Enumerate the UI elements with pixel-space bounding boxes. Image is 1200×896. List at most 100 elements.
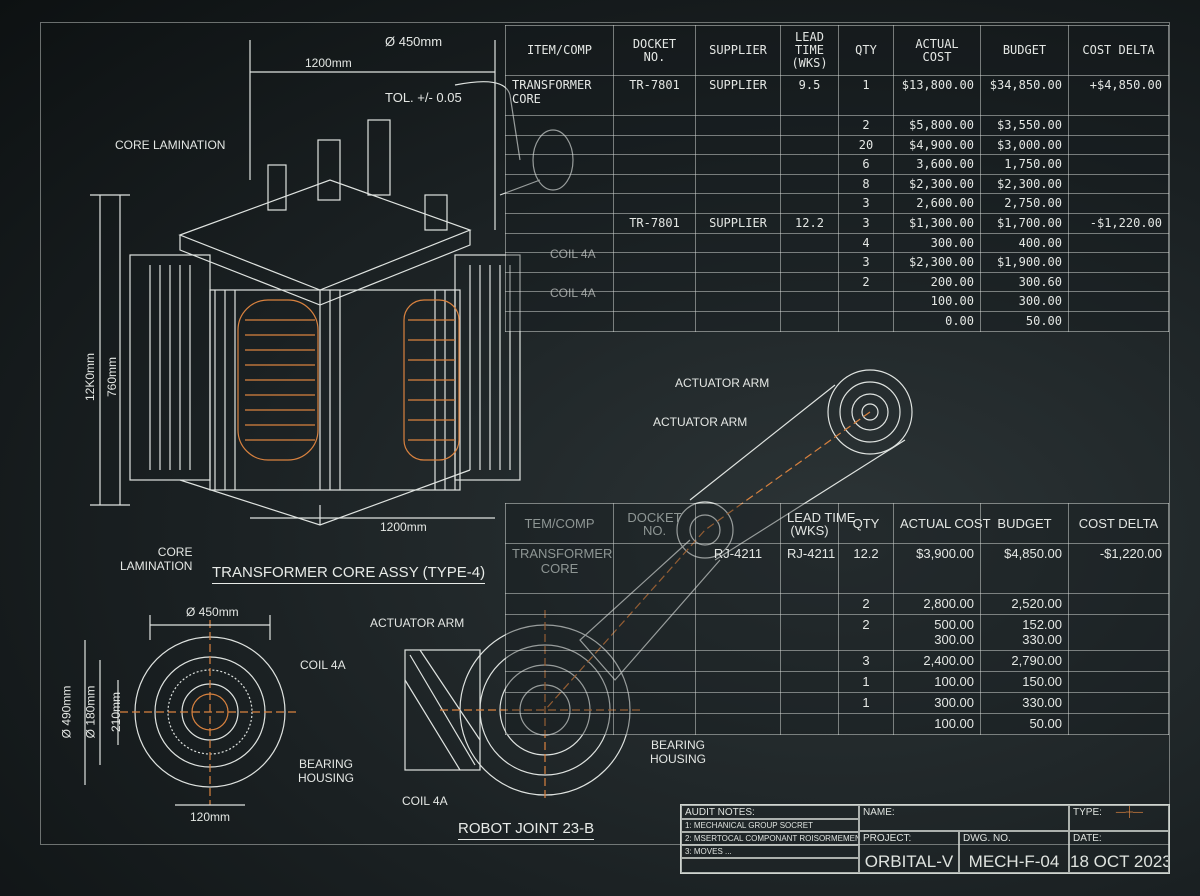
table-cell [1068,134,1169,156]
table-cell: 300.00 [893,232,981,254]
table-cell [695,614,781,651]
table-cell: $3,000.00 [980,134,1069,156]
table-cell [780,271,839,293]
table-cell: 20 [838,134,894,156]
table-cell: $13,800.00 [893,75,981,116]
table-cell: 1 [838,671,894,693]
table-cell [780,671,839,693]
table-cell [1068,232,1169,254]
table-cell [505,593,614,615]
table-cell: TR-7801 [613,212,696,234]
table-cell: 2 [838,614,894,651]
table-cell: $1,900.00 [980,252,1069,273]
table-cell [838,291,894,312]
table-cell [1068,593,1169,615]
table-cell [505,134,614,156]
dim-section-dia: Ø 450mm [186,605,239,619]
table-cell [780,232,839,254]
type-field: TYPE: —┼— [1069,805,1169,831]
table-cell: $5,800.00 [893,115,981,136]
dim-180: Ø 180mm [83,685,98,739]
table-cell: $1,700.00 [980,212,1069,234]
type-symbol-icon: —┼— [1115,807,1143,818]
table-row: 20$4,900.00$3,000.00 [505,134,1169,156]
column-header: ITEM/COMP [505,25,614,76]
table-cell: 12.2 [838,543,894,594]
table-cell: 2 [838,115,894,136]
table-cell [613,154,696,175]
table-cell [613,692,696,714]
table-cell: 50.00 [980,310,1069,332]
table-cell: -$1,220.00 [1068,212,1169,234]
column-header: LEAD TIME (WKS) [780,503,855,544]
table-cell [505,193,614,214]
dim-height-2: 760mm [105,356,120,398]
table-cell [613,671,696,693]
name-field: NAME: [859,805,1069,831]
name-label: NAME: [863,807,895,818]
type-label: TYPE: [1073,807,1102,818]
section-view-drawing [84,615,300,806]
label-core-lamination: CORE LAMINATION [115,138,226,152]
table-cell [505,291,614,312]
table-cell [613,271,696,293]
table-cell: 2,750.00 [980,193,1069,214]
title-block: AUDIT NOTES: 1: MECHANICAL GROUP SOCRET … [680,804,1170,874]
column-header: QTY [838,503,894,544]
table-cell [780,692,839,714]
table-cell: 500.00 300.00 [893,614,981,651]
table-cell [613,614,696,651]
table-cell: 400.00 [980,232,1069,254]
table-cell [505,614,614,651]
table-cell [1068,252,1169,273]
table-cell: $1,300.00 [893,212,981,234]
audit-note-blank [681,858,859,873]
table-cell [780,713,839,735]
table-cell [838,310,894,332]
audit-note-3: 3: MOVES ... [681,845,859,858]
table-cell [695,671,781,693]
table-cell: 3 [838,193,894,214]
project-field: PROJECT:ORBITAL-V [859,831,959,873]
table-cell: 2,520.00 [980,593,1069,615]
table-cell: 0.00 [893,310,981,332]
table-cell: 100.00 [893,671,981,693]
table-cell [1068,115,1169,136]
table-cell [695,291,781,312]
table-cell: 300.00 [980,291,1069,312]
table-cell [1068,291,1169,312]
date-field: DATE:18 OCT 2023 [1069,831,1169,873]
table-cell [1068,193,1169,214]
table-cell [613,252,696,273]
table-cell: 6 [838,154,894,175]
table-row: 8$2,300.00$2,300.00 [505,173,1169,195]
table-cell [1068,614,1169,651]
table-cell: 300.60 [980,271,1069,293]
label-section-coil: COIL 4A [300,658,346,672]
table-cell [613,291,696,312]
table-cell [695,650,781,672]
table-cell: 1 [838,692,894,714]
dim-tolerance: TOL. +/- 0.05 [385,90,462,105]
table-cell [613,543,696,594]
table-cell: 3 [838,212,894,234]
table-cell: 152.00 330.00 [980,614,1069,651]
table-cell: 2,800.00 [893,593,981,615]
table-cell: 330.00 [980,692,1069,714]
table-cell [1068,173,1169,195]
table-cell: 2,790.00 [980,650,1069,672]
audit-notes-label: AUDIT NOTES: [681,805,859,819]
table-cell [613,593,696,615]
date-label: DATE: [1073,833,1102,844]
table-cell: SUPPLIER [695,212,781,234]
table-cell: 100.00 [893,291,981,312]
column-header: ACTUAL COST [893,503,991,544]
